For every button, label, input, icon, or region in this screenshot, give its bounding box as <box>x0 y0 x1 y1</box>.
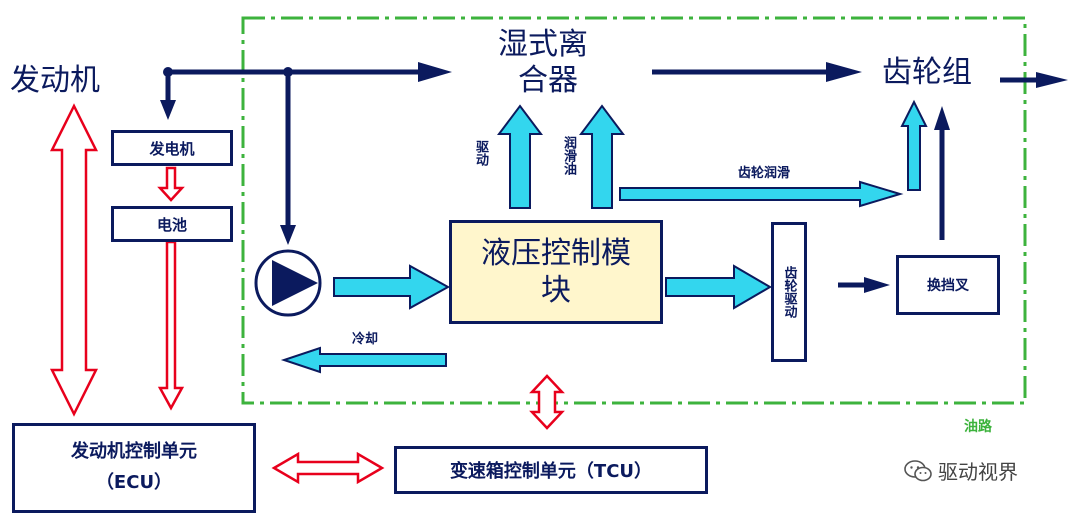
gear-lubrication-label: 齿轮润滑 <box>738 166 791 181</box>
lubricating-oil-label: 润滑油 <box>561 136 576 175</box>
pump-triangle <box>272 260 318 306</box>
oil-circuit-boundary <box>241 16 1027 405</box>
wet-clutch-label-line1: 湿式离 <box>498 27 588 62</box>
shift-fork-box: 换挡叉 <box>896 255 1000 315</box>
gear-lube-up-arrow <box>900 99 928 191</box>
to-generator-arrow <box>160 100 176 120</box>
tcu-module-double-arrow <box>529 374 565 430</box>
to-pump-arrow <box>280 225 296 245</box>
watermark: 驱动视界 <box>904 456 1018 485</box>
clutch-to-gearset-arrow <box>826 62 862 82</box>
tcu-box: 变速箱控制单元（TCU） <box>394 446 708 494</box>
battery-box: 电池 <box>111 206 233 242</box>
geardrive-to-fork-arrow <box>864 277 890 293</box>
drive-label: 驱动 <box>473 140 488 166</box>
shaft-arrow-head <box>418 62 452 82</box>
engine-label: 发动机 <box>10 63 100 98</box>
gearset-output-arrow <box>1036 72 1068 88</box>
ecu-box: 发动机控制单元 （ECU） <box>12 423 256 513</box>
ecu-label-line1: 发动机控制单元 <box>71 441 197 463</box>
lube-up-arrow <box>579 104 625 209</box>
cooling-arrow <box>280 346 447 374</box>
cooling-label: 冷却 <box>352 332 379 347</box>
ecu-tcu-double-arrow <box>271 451 385 485</box>
oil-circuit-label: 油路 <box>964 419 992 435</box>
module-to-geardrive-arrow <box>665 264 772 310</box>
gen-to-battery-arrow <box>157 166 185 202</box>
watermark-text: 驱动视界 <box>938 460 1018 484</box>
hydraulic-control-module: 液压控制模 块 <box>449 220 663 324</box>
hydraulic-module-line1: 液压控制模 <box>481 235 631 271</box>
drive-up-arrow <box>497 104 543 209</box>
gear-drive-box: 齿轮驱动 <box>771 222 807 362</box>
hydraulic-module-line2: 块 <box>541 273 571 308</box>
gearset-label: 齿轮组 <box>882 55 972 90</box>
generator-box: 发电机 <box>111 130 233 166</box>
fork-to-gearset-arrow <box>934 106 950 130</box>
gear-lube-arrow <box>619 180 904 208</box>
pump-to-module-arrow <box>333 264 451 310</box>
wechat-icon <box>904 459 932 482</box>
engine-ecu-double-arrow <box>49 103 99 417</box>
ecu-label-line2: （ECU） <box>95 472 173 493</box>
battery-down-arrow <box>157 240 185 411</box>
wet-clutch-label-line2: 合器 <box>518 63 578 98</box>
